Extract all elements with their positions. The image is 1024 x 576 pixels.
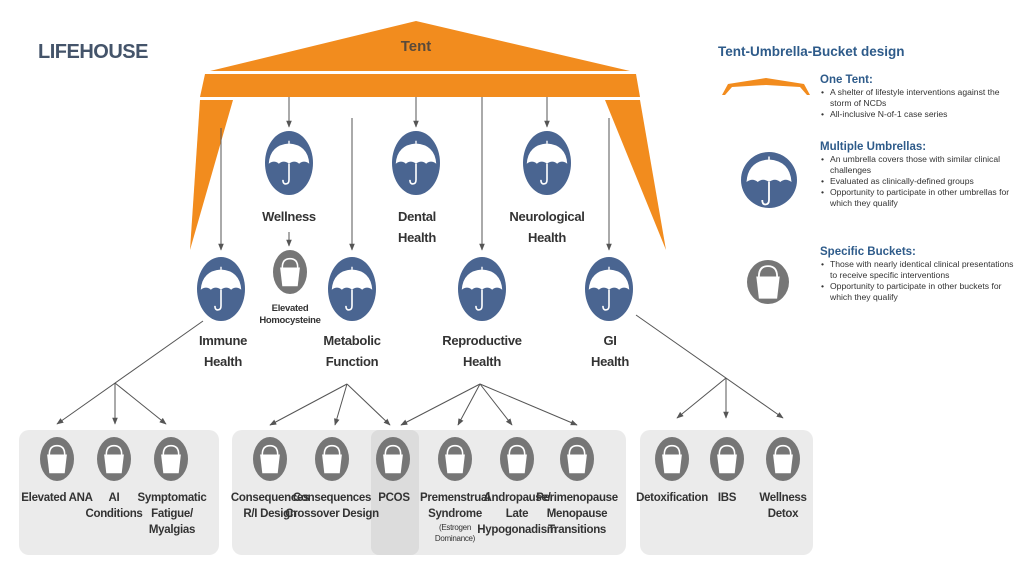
bucket-node-perimenopause bbox=[560, 437, 594, 481]
bucket-node-detoxification bbox=[655, 437, 689, 481]
legend-bullet: Opportunity to participate in other buck… bbox=[821, 281, 1020, 303]
diagram-title: LIFEHOUSE bbox=[38, 41, 148, 63]
bucket-node-consequences bbox=[315, 437, 349, 481]
umbrella-nodes bbox=[197, 131, 633, 321]
legend-bullet: All-inclusive N-of-1 case series bbox=[821, 109, 1020, 120]
bucket-node-ai bbox=[97, 437, 131, 481]
bucket-node-pcos bbox=[376, 437, 410, 481]
bucket-node-symptomatic bbox=[154, 437, 188, 481]
legend-bullet: An umbrella covers those with similar cl… bbox=[821, 154, 1020, 176]
bucket-label-pcos: PCOS bbox=[378, 492, 410, 504]
bucket-node-consequences bbox=[253, 437, 287, 481]
umbrella-node-immune bbox=[197, 257, 245, 321]
tent-shape bbox=[190, 21, 666, 250]
umbrella-label-wellness: Wellness bbox=[262, 209, 316, 224]
legend-tent-icon bbox=[722, 78, 810, 95]
bucket-node-andropause- bbox=[500, 437, 534, 481]
umbrella-node-neurological bbox=[523, 131, 571, 195]
umbrella-node-metabolic bbox=[328, 257, 376, 321]
legend-heading-buckets: Specific Buckets: bbox=[820, 246, 916, 258]
bucket-arrows bbox=[56, 314, 784, 426]
legend-bullet: Opportunity to participate in other umbr… bbox=[821, 187, 1020, 209]
bucket-label-elevated-ana: Elevated ANA bbox=[21, 492, 93, 504]
bucket-label-detoxification: Detoxification bbox=[636, 492, 708, 504]
legend-section-tent: One Tent: A shelter of lifestyle interve… bbox=[820, 74, 1020, 120]
legend-bullet: Evaluated as clinically-defined groups bbox=[821, 176, 1020, 187]
legend-bullet: Those with nearly identical clinical pre… bbox=[821, 259, 1020, 281]
tent-right-leg bbox=[605, 100, 666, 250]
umbrella-node-dental bbox=[392, 131, 440, 195]
bucket-node-ibs bbox=[710, 437, 744, 481]
legend-umbrella-icon bbox=[741, 152, 797, 208]
tent-arrows bbox=[218, 97, 612, 251]
bucket-node-elevated-homocysteine bbox=[273, 250, 307, 294]
legend-section-buckets: Specific Buckets: Those with nearly iden… bbox=[820, 246, 1020, 303]
legend-heading-umbrellas: Multiple Umbrellas: bbox=[820, 141, 927, 153]
bucket-nodes bbox=[40, 250, 800, 481]
legend-bucket-icon bbox=[747, 260, 789, 304]
umbrella-node-reproductive bbox=[458, 257, 506, 321]
tent-beam bbox=[200, 74, 640, 97]
bucket-node-wellness bbox=[766, 437, 800, 481]
bucket-node-premenstrual bbox=[438, 437, 472, 481]
umbrella-node-wellness bbox=[265, 131, 313, 195]
tent-label: Tent bbox=[400, 38, 432, 55]
legend-heading-tent: One Tent: bbox=[820, 74, 873, 86]
tent-left-leg bbox=[190, 100, 233, 250]
bucket-node-elevated-ana bbox=[40, 437, 74, 481]
legend-section-umbrellas: Multiple Umbrellas: An umbrella covers t… bbox=[820, 141, 1020, 209]
legend-bullet: A shelter of lifestyle interventions aga… bbox=[821, 87, 1020, 109]
umbrella-node-gi bbox=[585, 257, 633, 321]
tent-roof bbox=[210, 21, 630, 71]
legend-title: Tent-Umbrella-Bucket design bbox=[718, 44, 905, 59]
bucket-label-ibs: IBS bbox=[717, 492, 737, 504]
